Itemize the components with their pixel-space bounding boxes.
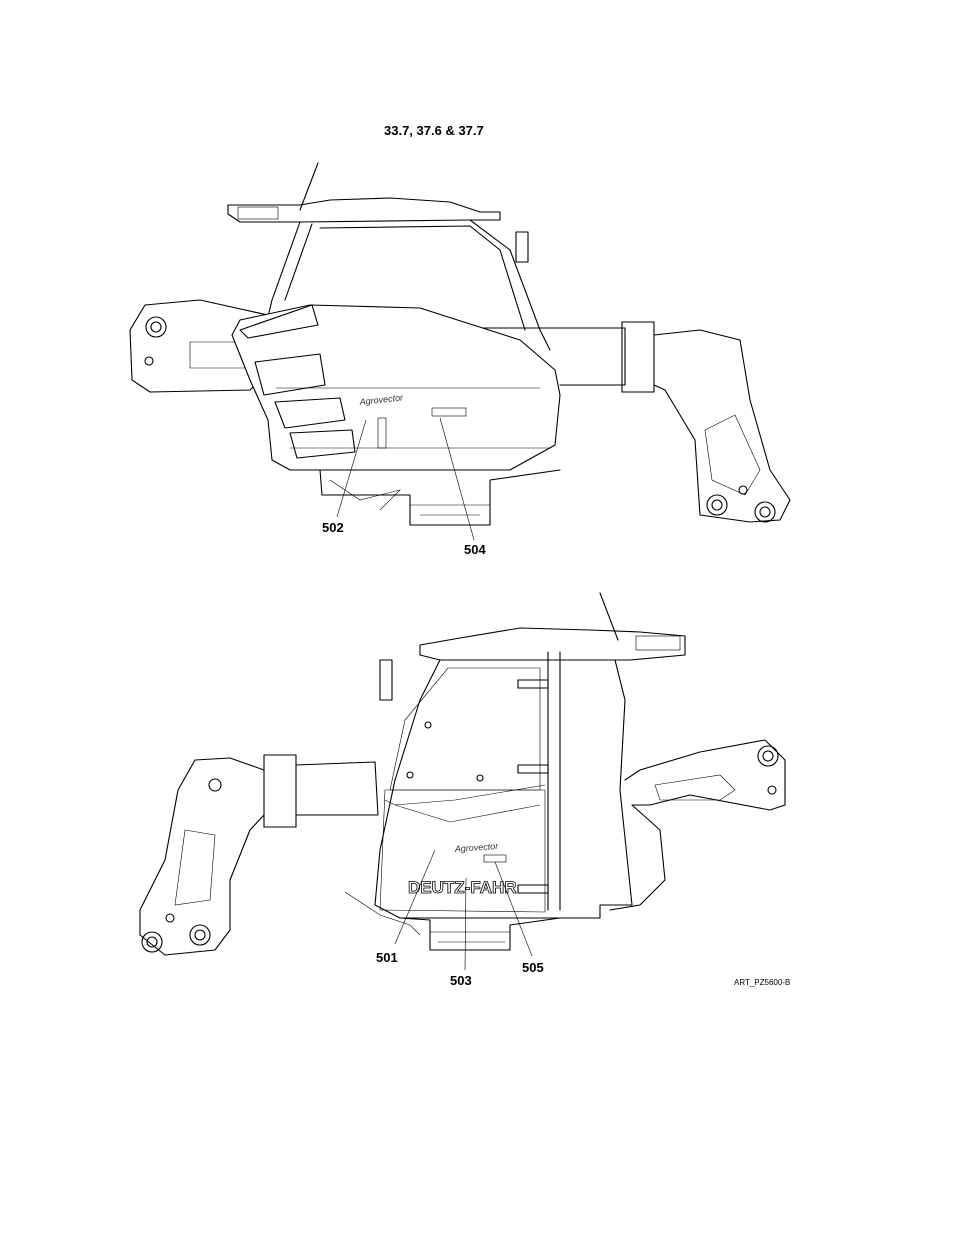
top-machine-view: Agrovector 502 504 [130,163,790,557]
callout-504: 504 [464,542,486,557]
deutz-fahr-decal: DEUTZ-FAHR [408,878,517,897]
antenna-bottom [600,593,618,640]
roof-light [238,207,278,219]
art-reference: ART_PZ5600-B [734,978,790,987]
boom-head-bottom [264,755,296,827]
cab-roof-top [228,198,500,222]
boom-right-bottom [625,740,785,810]
mirror-top [516,232,528,262]
engine-hood-top [232,305,560,470]
chassis-bottom [400,918,560,950]
pivot-pin [146,317,166,337]
bottom-machine-view: Agrovector DEUTZ-FAHR [140,593,785,988]
cab-roof-bottom [420,628,685,660]
roof-light-bottom [636,636,680,650]
callout-501: 501 [376,950,398,965]
callout-505: 505 [522,960,544,975]
callout-502: 502 [322,520,344,535]
boom-beam-bottom [296,762,378,815]
callout-503: 503 [450,973,472,988]
boom-arm-right-top [654,330,790,522]
boom-head-top [622,322,654,392]
mirror-bottom [380,660,392,700]
